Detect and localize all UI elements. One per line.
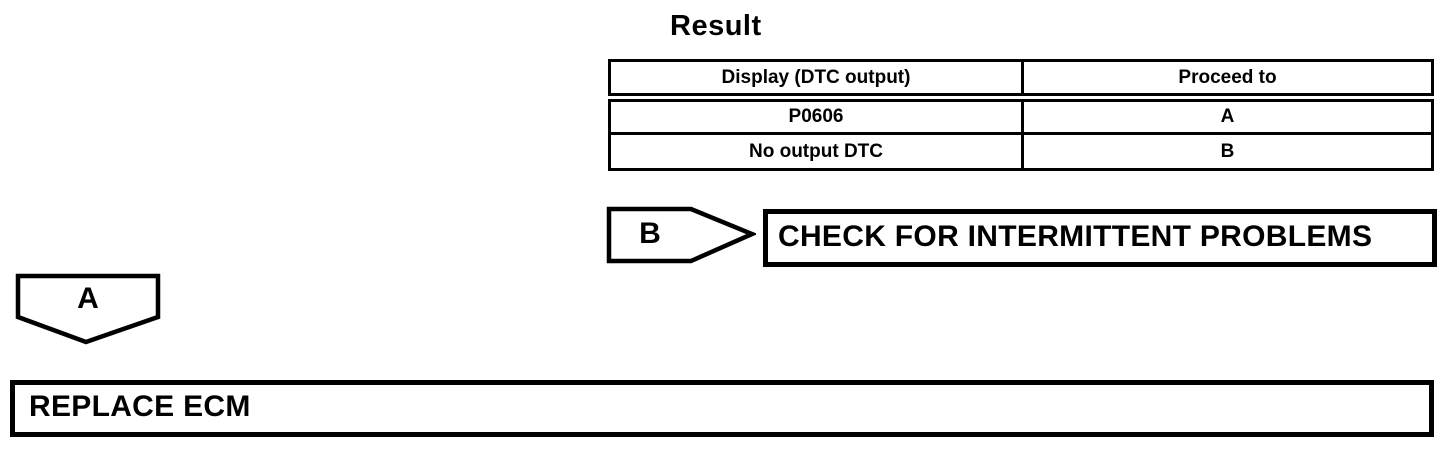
connector-a-pentagon-shape	[15, 273, 161, 345]
cell-proceed-to: B	[1021, 132, 1434, 171]
table-header-row: Display (DTC output) Proceed to	[608, 59, 1434, 102]
connector-a-label: A	[77, 282, 99, 315]
connector-b-arrow-shape	[606, 206, 756, 264]
cell-display: P0606	[608, 96, 1024, 135]
column-header-display: Display (DTC output)	[608, 59, 1024, 102]
table-row: P0606 A	[608, 96, 1434, 135]
result-heading: Result	[670, 10, 762, 42]
cell-proceed-to: A	[1021, 96, 1434, 135]
connector-b: B	[606, 206, 756, 264]
result-table: Display (DTC output) Proceed to P0606 A …	[608, 59, 1434, 171]
table-row: No output DTC B	[608, 132, 1434, 171]
action-box-replace-label: REPLACE ECM	[29, 390, 251, 423]
column-header-proceed-to: Proceed to	[1021, 59, 1434, 102]
action-box-check-intermittent: CHECK FOR INTERMITTENT PROBLEMS	[763, 209, 1437, 267]
action-box-replace-ecm: REPLACE ECM	[10, 380, 1434, 437]
action-box-check-label: CHECK FOR INTERMITTENT PROBLEMS	[778, 220, 1373, 253]
connector-a: A	[15, 273, 161, 345]
connector-b-label: B	[639, 217, 661, 250]
cell-display: No output DTC	[608, 132, 1024, 171]
